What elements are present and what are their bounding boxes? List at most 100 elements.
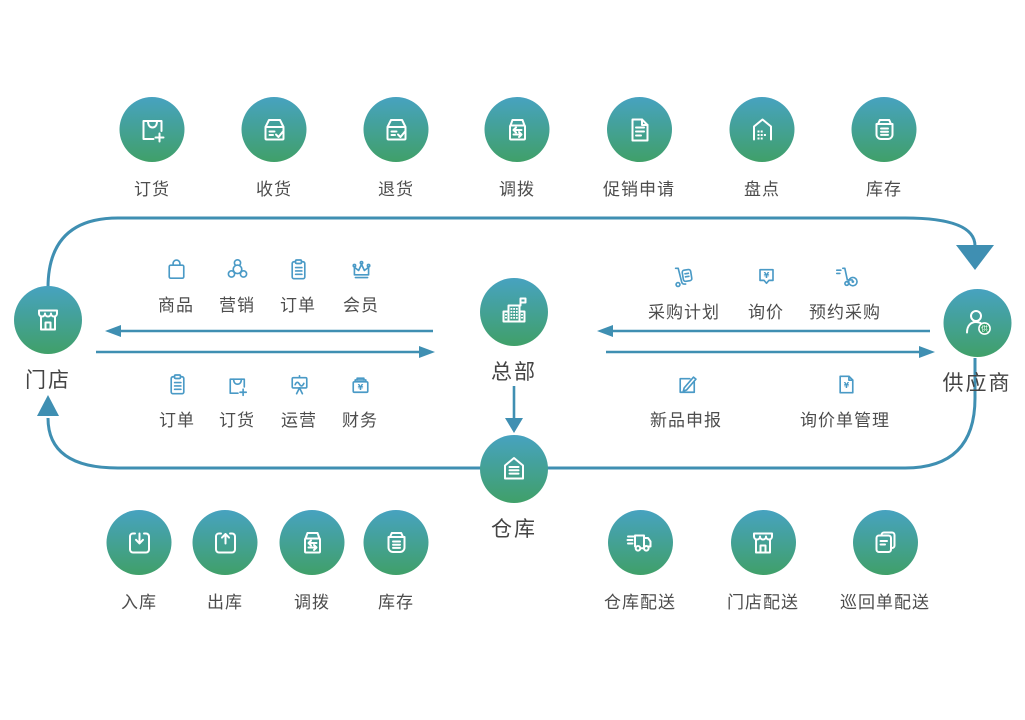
flow-item-label: 订货 xyxy=(219,411,255,431)
flow-item-operations: 运营 xyxy=(281,369,317,431)
top-item-receive-goods: 收货 xyxy=(241,97,307,200)
bottom-item-outbound: 出库 xyxy=(192,510,258,613)
bottom-item-label: 巡回单配送 xyxy=(840,593,930,613)
order-clipboard-icon xyxy=(162,369,193,400)
box-check-icon xyxy=(241,97,307,162)
flow-item-label: 财务 xyxy=(342,411,378,431)
arrowhead-to-supplier xyxy=(956,245,994,270)
node-supplier-label: 供应商 xyxy=(942,371,1012,395)
reserve-purchase-cart-icon xyxy=(830,261,861,292)
flow-item-label: 营销 xyxy=(219,296,255,316)
flow-item-label: 商品 xyxy=(158,296,194,316)
flow-item-inquiry: 询价 xyxy=(748,261,784,323)
top-item-label: 库存 xyxy=(866,180,902,200)
bottom-item-label: 库存 xyxy=(378,593,414,613)
box-swap-icon xyxy=(484,97,550,162)
node-supplier: 供 供应商 xyxy=(943,289,1012,397)
top-item-stocktake: 盘点 xyxy=(729,97,795,200)
bottom-item-store-delivery: 门店配送 xyxy=(727,510,799,613)
flow-item-marketing: 营销 xyxy=(219,254,255,316)
flow-item-label: 采购计划 xyxy=(648,303,720,323)
flow-item-label: 订单 xyxy=(159,411,195,431)
flow-item-label: 询价 xyxy=(748,303,784,323)
inbound-arrow-icon xyxy=(106,510,172,575)
top-item-label: 收货 xyxy=(256,180,292,200)
top-item-order-goods: 订货 xyxy=(119,97,185,200)
storefront-icon xyxy=(730,510,796,575)
new-product-edit-icon xyxy=(671,369,702,400)
bottom-item-label: 调拨 xyxy=(294,593,330,613)
top-item-label: 促销申请 xyxy=(603,180,675,200)
hq-supplier-arrowhead-left xyxy=(597,325,613,337)
purchase-plan-trolley-icon xyxy=(669,261,700,292)
top-item-label: 退货 xyxy=(378,180,414,200)
flow-item-order: 订单 xyxy=(280,254,316,316)
top-item-return-goods: 退货 xyxy=(363,97,429,200)
bottom-item-label: 出库 xyxy=(207,593,243,613)
order-clipboard-icon xyxy=(283,254,314,285)
flow-item-ordering: 订货 xyxy=(219,369,255,431)
node-store: 门店 xyxy=(14,286,82,394)
top-item-label: 订货 xyxy=(134,180,170,200)
box-swap-icon xyxy=(279,510,345,575)
flow-item-purchase-plan: 采购计划 xyxy=(648,261,720,323)
top-item-label: 盘点 xyxy=(744,180,780,200)
top-item-label: 调拨 xyxy=(499,180,535,200)
flow-item-label: 订单 xyxy=(280,296,316,316)
hq-supplier-arrowhead-right xyxy=(919,346,935,358)
bottom-item-label: 入库 xyxy=(121,593,157,613)
bag-plus-icon xyxy=(222,369,253,400)
marketing-group-icon xyxy=(222,254,253,285)
bag-plus-icon xyxy=(119,97,185,162)
node-warehouse: 仓库 xyxy=(480,435,548,543)
flow-item-label: 新品申报 xyxy=(650,411,722,431)
outbound-arrow-icon xyxy=(192,510,258,575)
node-warehouse-label: 仓库 xyxy=(491,517,537,541)
top-item-promotion-request: 促销申请 xyxy=(603,97,675,200)
arrowhead-to-store xyxy=(37,395,59,416)
flow-item-new-product-report: 新品申报 xyxy=(650,369,722,431)
supplier-badge: 供 xyxy=(981,324,988,333)
bottom-item-transfer: 调拨 xyxy=(279,510,345,613)
node-store-label: 门店 xyxy=(25,368,71,392)
flow-item-product: 商品 xyxy=(158,254,194,316)
inquiry-doc-icon xyxy=(830,369,861,400)
flow-item-reserve-purchase: 预约采购 xyxy=(809,261,881,323)
stocktake-building-icon xyxy=(729,97,795,162)
flow-item-inquiry-doc-management: 询价单管理 xyxy=(800,369,890,431)
flow-item-member: 会员 xyxy=(343,254,379,316)
box-lines-icon xyxy=(363,510,429,575)
delivery-truck-icon xyxy=(607,510,673,575)
inquiry-bubble-icon xyxy=(751,261,782,292)
flow-item-label: 询价单管理 xyxy=(800,411,890,431)
warehouse-house-icon xyxy=(480,435,548,503)
store-hq-arrowhead-right xyxy=(419,346,435,358)
document-icon xyxy=(606,97,672,162)
node-hq: 总部 xyxy=(480,278,548,386)
top-item-inventory: 库存 xyxy=(851,97,917,200)
node-hq-label: 总部 xyxy=(491,360,537,384)
top-item-transfer: 调拨 xyxy=(484,97,550,200)
flow-item-label: 会员 xyxy=(343,296,379,316)
storefront-icon xyxy=(14,286,82,354)
box-check-icon xyxy=(363,97,429,162)
flow-item-order2: 订单 xyxy=(159,369,195,431)
arrowhead-to-warehouse xyxy=(505,418,523,433)
bottom-item-inventory: 库存 xyxy=(363,510,429,613)
flow-item-finance: 财务 xyxy=(342,369,378,431)
shopping-bag-icon xyxy=(161,254,192,285)
bottom-item-warehouse-delivery: 仓库配送 xyxy=(604,510,676,613)
flow-item-label: 预约采购 xyxy=(809,303,881,323)
box-lines-icon xyxy=(851,97,917,162)
bottom-item-label: 仓库配送 xyxy=(604,593,676,613)
flow-item-label: 运营 xyxy=(281,411,317,431)
bottom-item-label: 门店配送 xyxy=(727,593,799,613)
docs-stack-icon xyxy=(852,510,918,575)
bottom-item-inbound: 入库 xyxy=(106,510,172,613)
bottom-item-tour-delivery: 巡回单配送 xyxy=(840,510,930,613)
store-hq-arrowhead-left xyxy=(105,325,121,337)
member-crown-icon xyxy=(346,254,377,285)
operations-board-icon xyxy=(284,369,315,400)
headquarters-icon xyxy=(480,278,548,346)
